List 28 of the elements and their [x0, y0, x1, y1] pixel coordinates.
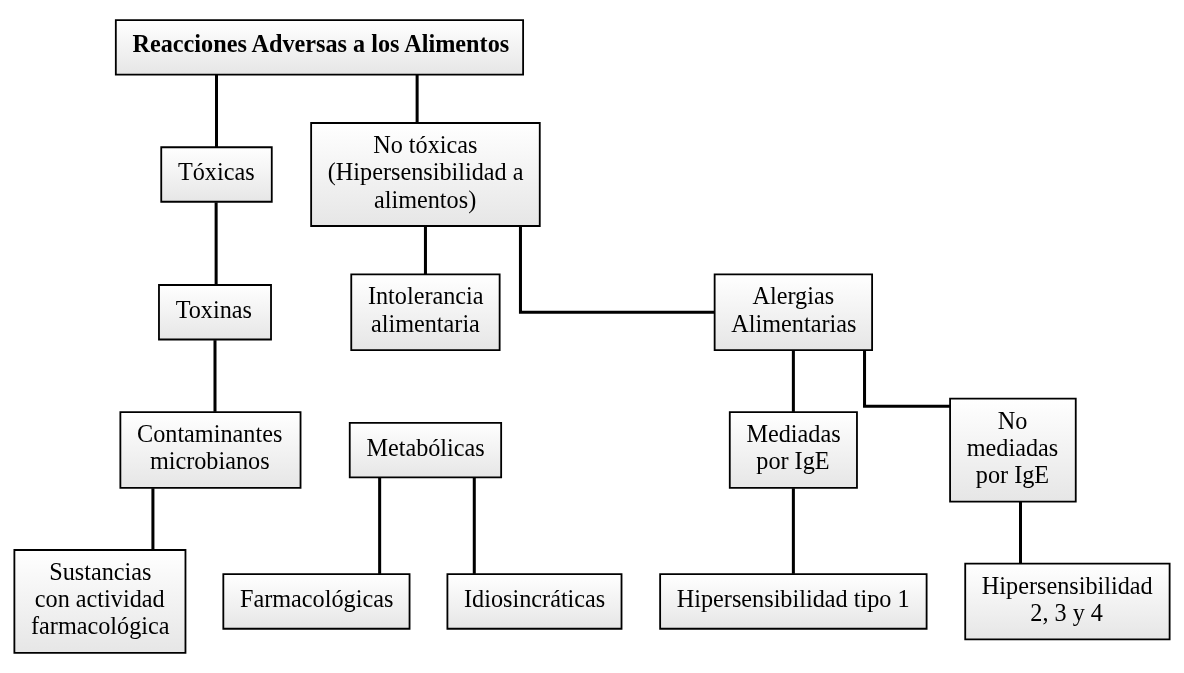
node-box: No mediadas por IgE	[949, 397, 1077, 503]
node-box: Idiosincráticas	[446, 573, 623, 630]
node-box: Hipersensibilidad 2, 3 y 4	[964, 562, 1171, 641]
node-box: Alergias Alimentarias	[713, 273, 873, 352]
connector	[863, 350, 950, 408]
connector	[214, 202, 218, 285]
node-box: Toxinas	[158, 284, 272, 341]
connector	[213, 340, 217, 412]
node-box: Sustancias con actividad farmacológica	[13, 549, 187, 654]
node-box: Metabólicas	[348, 421, 503, 479]
node-box: Tóxicas	[160, 146, 273, 203]
connector	[378, 477, 382, 574]
node-box: Farmacológicas	[222, 573, 411, 630]
connector	[423, 226, 427, 275]
connector	[151, 488, 155, 550]
connector	[518, 226, 715, 314]
connector	[215, 74, 219, 147]
connector	[472, 477, 476, 574]
node-box: No tóxicas (Hipersensibilidad a alimentos)	[310, 122, 541, 227]
connector	[791, 350, 795, 412]
node-box: Contaminantes microbianos	[119, 411, 302, 489]
node-box: Reacciones Adversas a los Alimentos	[114, 19, 524, 76]
connector	[1018, 501, 1022, 564]
node-box: Mediadas por IgE	[728, 411, 858, 489]
node-box: Hipersensibilidad tipo 1	[659, 573, 928, 630]
connector	[415, 74, 419, 123]
node-box: Intolerancia alimentaria	[350, 273, 501, 352]
connector	[791, 488, 795, 574]
